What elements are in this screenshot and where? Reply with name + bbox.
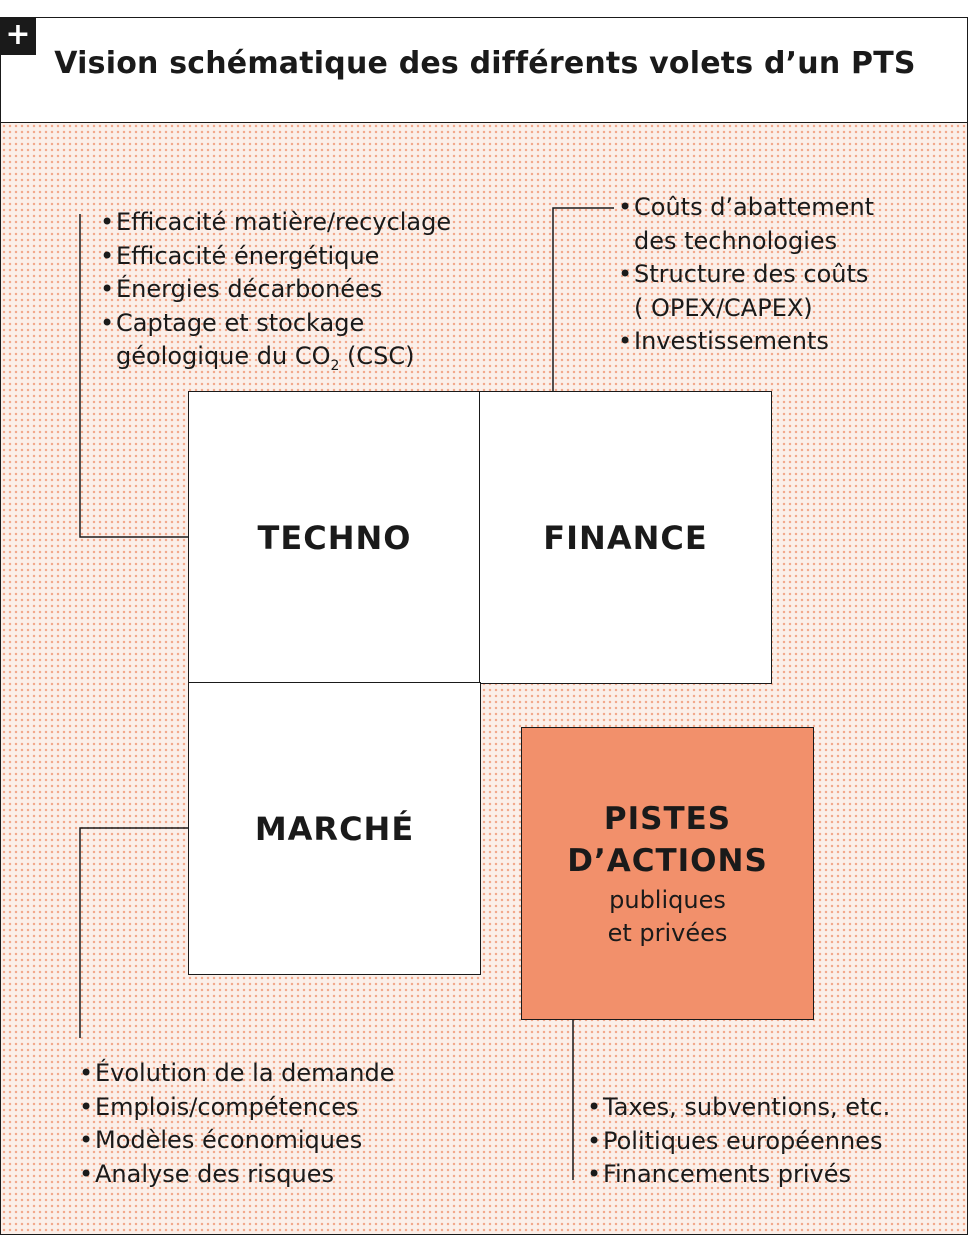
list-pistes-actions: Taxes, subventions, etc. Politiques euro… <box>587 1091 890 1192</box>
list-item: Financements privés <box>587 1158 890 1192</box>
list-techno: Efficacité matière/recyclage Efficacité … <box>100 206 451 374</box>
list-item: Analyse des risques <box>79 1158 394 1192</box>
figure-title: Vision schématique des différents volets… <box>54 46 916 81</box>
list-item: Politiques européennes <box>587 1125 890 1159</box>
list-item: Emplois/compétences <box>79 1091 394 1125</box>
label-techno: TECHNO <box>257 518 412 557</box>
list-item: Structure des coûts <box>618 258 874 292</box>
list-item: Investissements <box>618 325 874 359</box>
list-item: Captage et stockage <box>100 307 451 341</box>
co2-subscript: 2 <box>330 357 340 374</box>
list-item: Évolution de la demande <box>79 1057 394 1091</box>
label-pistes-actions: PISTES D’ACTIONS <box>567 800 768 879</box>
list-item: Coûts d’abattement <box>618 191 874 225</box>
list-item: Efficacité énergétique <box>100 240 451 274</box>
list-item: Taxes, subventions, etc. <box>587 1091 890 1125</box>
plus-icon[interactable]: + <box>0 17 36 55</box>
list-finance: Coûts d’abattement des technologies Stru… <box>618 191 874 359</box>
label-marche: MARCHÉ <box>254 809 415 848</box>
box-marche: MARCHÉ <box>188 682 481 975</box>
list-item-continuation: ( OPEX/CAPEX) <box>634 293 813 322</box>
list-item: Énergies décarbonées <box>100 273 451 307</box>
list-marche: Évolution de la demande Emplois/compéten… <box>79 1057 394 1191</box>
box-techno: TECHNO <box>188 391 481 684</box>
list-item: Modèles économiques <box>79 1124 394 1158</box>
co2-text: géologique du CO <box>116 342 331 370</box>
list-item-continuation: géologique du CO2 (CSC) <box>100 340 451 374</box>
list-item-continuation: des technologies <box>634 226 838 255</box>
csc-text: (CSC) <box>339 342 415 370</box>
label-pistes-subtitle: publiques et privées <box>607 885 728 947</box>
box-finance: FINANCE <box>479 391 772 684</box>
list-item: Efficacité matière/recyclage <box>100 206 451 240</box>
label-finance: FINANCE <box>543 518 708 557</box>
box-pistes-actions: PISTES D’ACTIONS publiques et privées <box>521 727 814 1020</box>
